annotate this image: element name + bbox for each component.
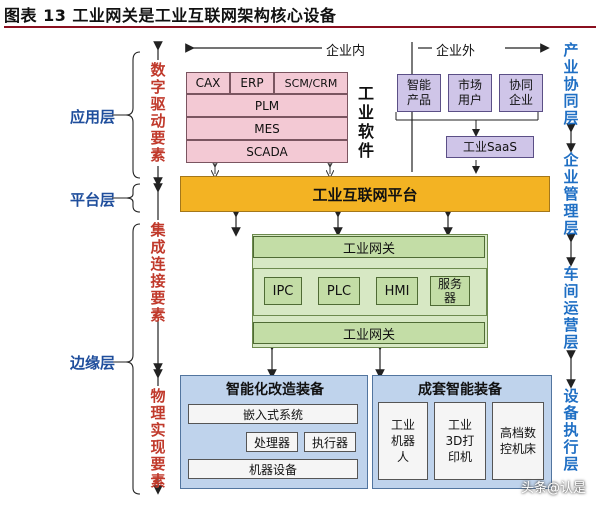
retrofit-embedded-system: 嵌入式系统 <box>188 404 358 424</box>
layer-platform-label: 平台层 <box>70 191 116 209</box>
element-integration-label: 集成连接要素 <box>150 221 166 324</box>
complete-set-title: 成套智能装备 <box>418 382 502 398</box>
complete-set-cnc: 高档数控机床 <box>492 402 544 480</box>
element-digital-label: 数字驱动要素 <box>150 61 166 164</box>
watermark: 头条@认是 <box>520 481 586 496</box>
gateway-bottom: 工业网关 <box>253 322 485 344</box>
layer-edge-label: 边缘层 <box>70 354 116 372</box>
retrofit-processor: 处理器 <box>246 432 298 452</box>
industrial-internet-platform: 工业互联网平台 <box>180 176 550 212</box>
industrial-software-label: 工业软件 <box>357 84 374 160</box>
stage-workshop-ops-label: 车间运营层 <box>563 265 579 351</box>
gateway-ipc: IPC <box>264 277 302 305</box>
software-cax: CAX <box>186 72 230 94</box>
gateway-server: 服务器 <box>430 276 470 306</box>
stage-device-exec-label: 设备执行层 <box>563 387 579 473</box>
layer-app-label: 应用层 <box>70 108 116 126</box>
retrofit-machine-equipment: 机器设备 <box>188 459 358 479</box>
retrofit-title: 智能化改造装备 <box>226 382 324 398</box>
external-collab-enterprise: 协同企业 <box>499 74 543 112</box>
software-scm-crm: SCM/CRM <box>274 72 348 94</box>
external-industrial-saas: 工业SaaS <box>446 136 534 158</box>
stage-enterprise-mgmt-label: 企业管理层 <box>563 151 579 237</box>
gateway-top: 工业网关 <box>253 236 485 258</box>
complete-set-3d-printer: 工业3D打印机 <box>434 402 486 480</box>
title-rule <box>4 26 596 28</box>
gateway-plc: PLC <box>318 277 360 305</box>
element-physical-label: 物理实现要素 <box>150 387 166 490</box>
software-plm: PLM <box>186 94 348 117</box>
software-scada: SCADA <box>186 140 348 163</box>
stage-industry-collab-label: 产业协同层 <box>563 41 579 127</box>
retrofit-actuator: 执行器 <box>304 432 356 452</box>
software-mes: MES <box>186 117 348 140</box>
gateway-hmi: HMI <box>376 277 418 305</box>
complete-set-robot: 工业机器人 <box>378 402 428 480</box>
figure-title: 图表 13 工业网关是工业互联网架构核心设备 <box>4 6 337 25</box>
external-smart-products: 智能产品 <box>397 74 441 112</box>
software-erp: ERP <box>230 72 274 94</box>
enterprise-inside-label: 企业内 <box>326 44 366 59</box>
enterprise-outside-label: 企业外 <box>436 44 476 59</box>
external-market-users: 市场用户 <box>448 74 492 112</box>
